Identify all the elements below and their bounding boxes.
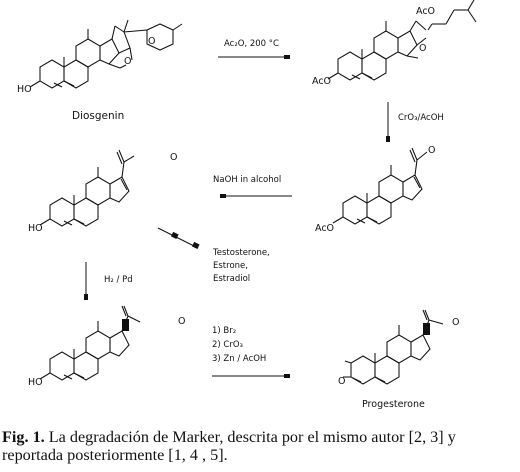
enone-acetate-keto-o: O <box>428 145 435 156</box>
reagent-step4: H₂ / Pd <box>104 275 133 285</box>
arrow-branch <box>157 227 200 250</box>
enone-acetate-aco: AcO <box>315 223 334 234</box>
pregnenolone-ho: HO <box>28 377 43 388</box>
enone-alcohol-ho: HO <box>28 223 43 234</box>
diosgenin-o-pyran: O <box>148 36 155 47</box>
reagent-step3: NaOH in alcohol <box>213 175 281 185</box>
acetate-top-aco-side: AcO <box>416 6 435 17</box>
reagent-step5-2: 2) CrO₃ <box>212 340 243 350</box>
branch-product-1: Testosterone, <box>212 248 270 258</box>
enone-alcohol-keto-o: O <box>170 152 177 163</box>
progesterone-ring-o: O <box>338 376 345 387</box>
acetate-top-o: O <box>419 43 426 54</box>
reaction-scheme: HO O O Diosgenin Ac₂O, 200 °C AcO O AcO <box>17 0 477 410</box>
figure-caption-label: Fig. 1. <box>2 428 45 446</box>
branch-product-3: Estradiol <box>213 274 250 284</box>
arrow-step1 <box>218 55 290 59</box>
figure-caption-text: La degradación de Marker, descrita por e… <box>2 428 456 464</box>
diosgenin-structure <box>29 19 183 89</box>
reagent-step5-3: 3) Zn / AcOH <box>212 354 266 364</box>
acetate-top-aco: AcO <box>312 76 331 87</box>
arrow-step5 <box>212 374 290 378</box>
arrow-step2 <box>386 102 390 142</box>
progesterone-label: Progesterone <box>362 399 425 410</box>
reagent-step1: Ac₂O, 200 °C <box>224 39 279 49</box>
arrow-step4 <box>84 262 88 300</box>
progesterone-structure <box>343 309 444 385</box>
enone-alcohol-structure <box>39 149 135 227</box>
pregnenolone-structure <box>39 305 141 381</box>
arrow-step3 <box>220 194 292 198</box>
diosgenin-label: Diosgenin <box>72 110 124 122</box>
progesterone-keto-o: O <box>452 317 459 328</box>
acetate-top-structure <box>327 0 477 81</box>
reagent-step5-1: 1) Br₂ <box>212 326 236 336</box>
enone-acetate-structure <box>332 147 428 225</box>
diosgenin-o-furan: O <box>124 56 131 67</box>
pregnenolone-keto-o: O <box>178 316 185 327</box>
branch-product-2: Estrone, <box>213 261 248 271</box>
reagent-step2: CrO₃/AcOH <box>398 113 444 123</box>
figure-caption: Fig. 1. La degradación de Marker, descri… <box>2 428 518 464</box>
diosgenin-ho: HO <box>17 84 32 95</box>
